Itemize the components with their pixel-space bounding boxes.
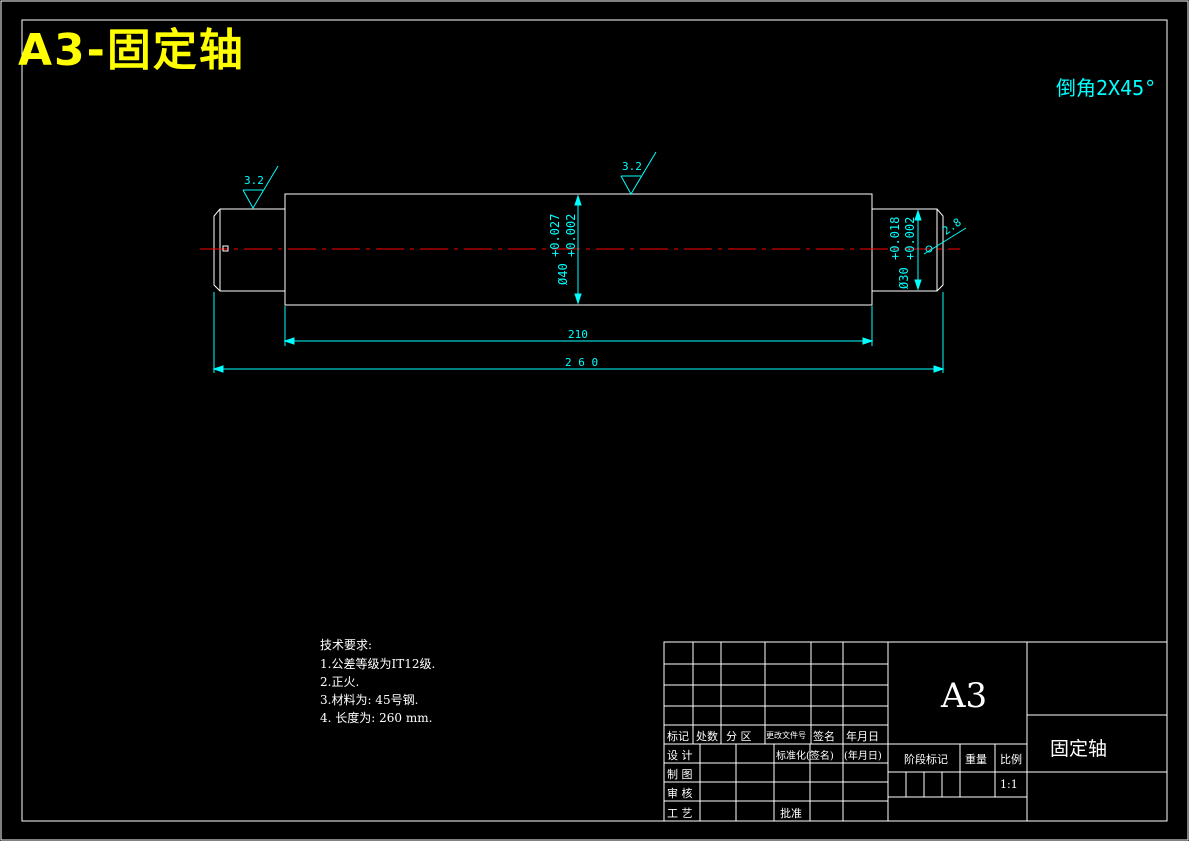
tb-label-mark: 标记	[667, 730, 689, 743]
title-block-grid	[663, 641, 1168, 822]
tech-req-heading: 技术要求:	[320, 638, 373, 652]
dia-30-dimension	[914, 209, 922, 291]
dim-260-label: 2 6 0	[565, 356, 599, 369]
tb-part-name: 固定轴	[1050, 738, 1108, 760]
dia-40-label: Ø40	[556, 263, 570, 285]
dia-40-value: Ø40	[556, 263, 570, 285]
tb-label-date: 年月日	[846, 730, 879, 743]
tb-label-count: 处数	[696, 730, 718, 743]
chamfer-note: 倒角2X45°	[1056, 76, 1157, 100]
dia-30-value: Ø30	[897, 267, 911, 289]
tb-std-date: (年月日)	[844, 751, 882, 762]
roughness-mid-value: 3.2	[622, 160, 642, 173]
tech-req-item: 2.正火.	[320, 675, 360, 689]
tb-weight: 重量	[965, 753, 987, 766]
tech-req-item: 3.材料为: 45号钢.	[320, 693, 419, 707]
tb-draw: 制 图	[667, 768, 693, 781]
tb-approve: 批准	[780, 807, 802, 820]
tb-label-zone: 分 区	[726, 730, 752, 743]
roughness-symbol-left	[242, 165, 279, 210]
dim-210-label: 210	[568, 328, 588, 341]
tb-review: 审 核	[667, 787, 693, 800]
dia-40-tol-upper: +0.027	[548, 213, 562, 257]
dia-40-dimension	[574, 194, 582, 305]
tb-label-change-doc: 更改文件号	[766, 731, 806, 740]
dim-260	[212, 292, 945, 373]
roughness-symbol-mid	[620, 151, 657, 196]
roughness-left-value: 3.2	[244, 174, 264, 187]
tb-std: 标准化(签名)	[776, 751, 834, 762]
tb-size: A3	[941, 676, 988, 716]
inner-frame	[21, 19, 1168, 822]
tb-stage: 阶段标记	[904, 753, 948, 766]
dim-210	[283, 306, 874, 346]
drawing-title: A3-固定轴	[18, 25, 245, 76]
tb-process: 工 艺	[667, 807, 693, 820]
tech-req-item: 1.公差等级为IT12级.	[320, 657, 436, 671]
tb-scale: 1:1	[1000, 778, 1018, 791]
tb-label-sign: 签名	[813, 730, 835, 743]
dia-40-tol-lower: +0.002	[564, 213, 578, 257]
roughness-symbol-right	[923, 227, 967, 255]
dia-30-label: Ø30	[897, 267, 911, 289]
tb-scale-label: 比例	[1000, 753, 1022, 766]
tech-req-item: 4. 长度为: 260 mm.	[320, 711, 433, 725]
dia-30-tol-lower: +0.002	[903, 216, 917, 260]
left-marker	[222, 245, 229, 252]
tb-design: 设 计	[667, 749, 693, 762]
dia-30-tol-upper: +0.018	[888, 216, 902, 260]
